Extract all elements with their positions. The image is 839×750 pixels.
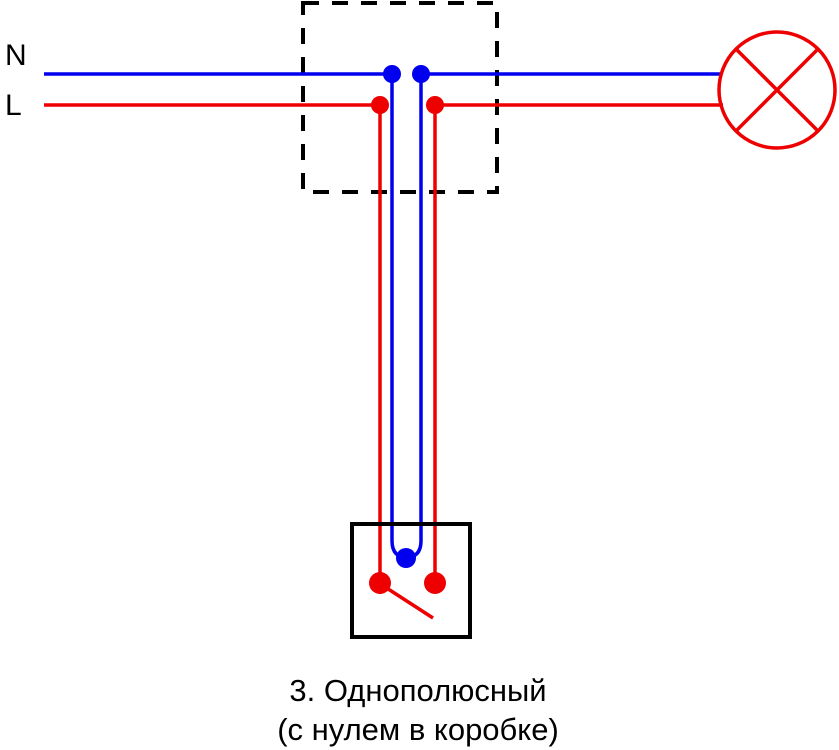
switch-dot-input xyxy=(369,572,391,594)
neutral-drop-left-wire xyxy=(390,74,410,560)
diagram-title-line-1: 3. Однополюсный xyxy=(289,673,546,708)
junction-dot-neutral-right xyxy=(412,65,430,83)
junction-dot-line-right xyxy=(426,96,444,114)
line-terminal-label: L xyxy=(5,89,22,122)
junction-dot-line-left xyxy=(371,96,389,114)
lamp-cross-stroke-2 xyxy=(734,47,820,133)
switch-dot-neutral-joint xyxy=(396,548,416,568)
neutral-drop-right-wire xyxy=(403,74,423,560)
switch-dot-output xyxy=(424,572,446,594)
neutral-terminal-label: N xyxy=(5,39,27,72)
lamp-circle xyxy=(717,30,837,150)
diagram-title-line-2: (с нулем в коробке) xyxy=(277,712,559,747)
switch-lever xyxy=(381,583,434,620)
junction-dot-neutral-left xyxy=(383,65,401,83)
switch-box-outline xyxy=(350,522,472,639)
junction-box-outline xyxy=(301,1,499,194)
